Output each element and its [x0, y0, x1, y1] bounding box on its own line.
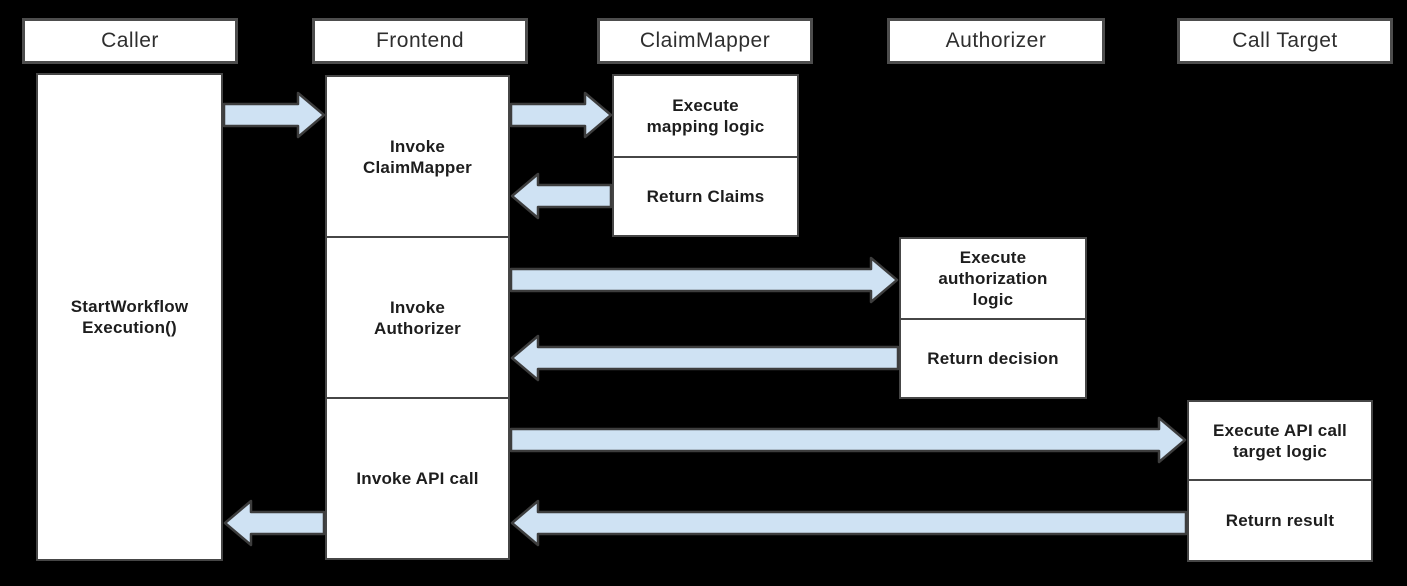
step-label-line: target logic — [1232, 441, 1328, 461]
arrow-frontend-to-call-target — [509, 416, 1187, 464]
step-label-line: logic — [972, 290, 1014, 309]
step-label-line: mapping logic — [646, 117, 765, 136]
step-label-line: ClaimMapper — [363, 157, 472, 177]
arrow-frontend-to-caller — [223, 499, 326, 547]
arrow-frontend-to-authorizer — [509, 256, 899, 304]
step-label-line: Invoke — [389, 297, 446, 317]
step-label-line: Return decision — [927, 349, 1059, 368]
arrow-claimmapper-to-frontend — [510, 172, 613, 220]
lifeline-header-frontend: Frontend — [312, 18, 528, 64]
activation-call-target: Execute API call target logic Return res… — [1187, 400, 1373, 562]
arrow-frontend-to-claimmapper — [509, 91, 613, 139]
lifeline-header-authorizer-label: Authorizer — [945, 29, 1047, 52]
step-label-line: Invoke API call — [356, 469, 479, 488]
lifeline-header-claimmapper: ClaimMapper — [597, 18, 813, 64]
step-label-line: Authorizer — [374, 318, 461, 338]
step-label-line: Return Claims — [646, 187, 765, 206]
lifeline-header-frontend-label: Frontend — [375, 29, 465, 52]
step-label-line: StartWorkflow — [70, 297, 189, 316]
lifeline-header-call-target-label: Call Target — [1232, 29, 1338, 52]
step-return-result: Return result — [1189, 479, 1371, 560]
lifeline-header-caller: Caller — [22, 18, 238, 64]
lifeline-header-call-target: Call Target — [1177, 18, 1393, 64]
step-invoke-authorizer: Invoke Authorizer — [327, 236, 508, 397]
step-start-workflow-execution: StartWorkflow Execution() — [38, 75, 221, 559]
lifeline-header-caller-label: Caller — [101, 29, 159, 52]
step-label-line: Invoke — [389, 136, 446, 156]
step-label-line: Execute API call — [1213, 420, 1347, 440]
step-return-claims: Return Claims — [614, 156, 797, 235]
activation-authorizer: Execute authorization logic Return decis… — [899, 237, 1087, 399]
step-label-line: authorization — [938, 269, 1048, 288]
activation-claimmapper: Execute mapping logic Return Claims — [612, 74, 799, 237]
step-execute-mapping-logic: Execute mapping logic — [614, 76, 797, 156]
arrow-call-target-to-frontend — [510, 499, 1188, 547]
step-execute-api-call-target-logic: Execute API call target logic — [1189, 402, 1371, 479]
arrow-authorizer-to-frontend — [510, 334, 900, 382]
arrow-caller-to-frontend — [222, 91, 326, 139]
step-execute-authorization-logic: Execute authorization logic — [901, 239, 1085, 318]
step-label-line: Return result — [1225, 511, 1335, 530]
lifeline-header-claimmapper-label: ClaimMapper — [639, 29, 771, 52]
step-label-line: Execute — [959, 248, 1027, 267]
activation-frontend: Invoke ClaimMapper Invoke Authorizer Inv… — [325, 75, 510, 560]
step-invoke-claimmapper: Invoke ClaimMapper — [327, 77, 508, 236]
step-invoke-api-call: Invoke API call — [327, 397, 508, 558]
step-label-line: Execution() — [82, 318, 177, 337]
step-return-decision: Return decision — [901, 318, 1085, 397]
activation-caller: StartWorkflow Execution() — [36, 73, 223, 561]
lifeline-header-authorizer: Authorizer — [887, 18, 1105, 64]
step-label-line: Execute — [672, 96, 739, 115]
